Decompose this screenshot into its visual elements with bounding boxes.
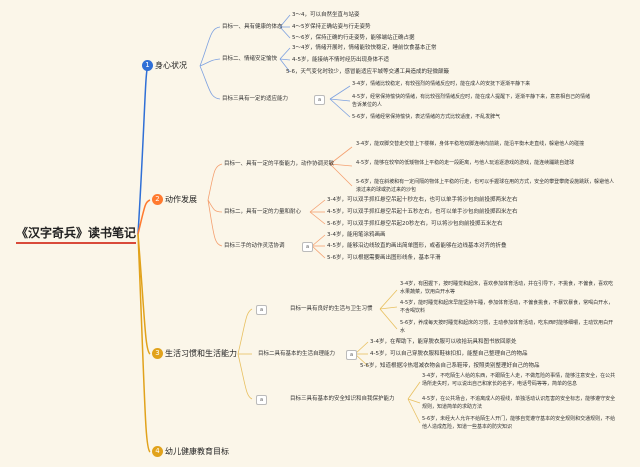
b1-goal-2[interactable]: 目标二、情绪安定愉快 [222, 56, 278, 62]
b1-goal-3[interactable]: 目标三具有一定的适应能力 [222, 96, 289, 102]
b3-goal-1-tag: a [256, 305, 268, 315]
b2-goal-3-item-1: 3-4岁，能用笔涂鸦画画 [327, 232, 386, 238]
b1-goal-3-item-3: 5-6岁，情绪经常保持愉快，表达情绪的方式比较适度，不乱发脾气 [352, 114, 501, 120]
b1-goal-1-item-3: 5～6岁，保持正确的行走姿势，能够端站正确占据 [292, 35, 415, 41]
branch-title: 身心状况 [155, 61, 187, 70]
b1-goal-3-item-1: 3-4岁，情绪比较稳定，有较强烈的情绪反应时，能在成人的安抚下逐渐平静下来 [352, 81, 531, 87]
b2-goal-2[interactable]: 目标二，具有一定的力量和耐心 [224, 209, 302, 215]
b1-goal-1-item-1: 3～4，可以自然坐直与站姿 [292, 12, 360, 18]
b3-goal-1-item-3: 5-6岁，养成每天按时睡觉和起床的习惯，主动参加体育活动，吃东西时能够细嚼，主动… [400, 320, 614, 334]
connector-root-b4 [137, 233, 151, 453]
b2-goal-2-item-2: 4-5岁，可以双手抓杠悬空吊起十五秒左右，也可以单手沙包向前投掷四米左右 [327, 209, 518, 215]
branch-title: 动作发展 [165, 195, 197, 204]
branch-number-badge: 2 [152, 194, 163, 205]
b2-goal-3[interactable]: 目标三手的动作灵活协调 [224, 243, 285, 249]
b2-goal-1-item-1: 3-4岁，能双脚交替走交替上下楼梯，身体平稳地双脚连续向前跳，能沿平衡木走直线，… [356, 141, 585, 147]
b3-goal-3-item-3: 5-6岁，未经大人允许不给陌生人开门，能够自觉遵守基本的安全规则和交通规则，不给… [422, 416, 616, 430]
connector-root-b3 [137, 233, 151, 355]
b2-goal-3-item-3: 5-6岁，可以根据需要画出图形线条，基本平滑 [327, 255, 441, 261]
b2-goal-2-item-3: 5-6岁，可以双手抓杠悬空吊起20秒左右，可以将沙包向前投掷五米左右 [327, 221, 503, 227]
b1-goal-1[interactable]: 目标一、具有健康的体态 [222, 24, 283, 30]
branch-title: 幼儿健康教育目标 [165, 447, 229, 456]
b1-goal-2-item-3: 5-6，天气变化时较少，感冒能适应平城等交通工具造成的轻微颠簸 [286, 69, 449, 75]
b3-goal-1[interactable]: 目标一具有良好的生活与卫生习惯 [290, 306, 373, 312]
branch-number-badge: 1 [142, 60, 153, 71]
b1-goal-3-tag: a [314, 95, 326, 105]
b2-goal-3-tag: a [302, 242, 314, 252]
b3-goal-3-item-1: 3-4岁，不吃陌生人给的东西，不跟陌生人走，不做危险的事情，能够注意安全，在公共… [422, 373, 616, 387]
connector-root-b1 [137, 65, 149, 235]
branch-title: 生活习惯和生活能力 [165, 349, 237, 358]
b1-goal-3-item-2: 4-5岁，经常保持愉快的情绪，有比较强烈情绪反应时，能在成人提醒下，逐渐平静下来… [352, 94, 591, 108]
b3-goal-1-item-1: 3-4岁，有困握下，按时睡觉和起床，喜欢参加体育活动，并在引导下，不挑食，不偏食… [400, 281, 614, 295]
b3-goal-2-item-3: 5-6岁，知道根据冷热增减衣物会自己系鞋带，按照类别整理好自己的物品 [360, 363, 540, 369]
b3-goal-2-item-2: 4-5岁，可以自己穿脱衣服和鞋袜扣扣，能整自己整理自己的物品 [370, 351, 528, 357]
b3-goal-2-tag: a [346, 350, 358, 360]
branch-number-badge: 4 [152, 446, 163, 457]
b2-goal-3-item-2: 4-5岁，能够沿边线较直的画出简单图形，或者能够在边线基本对齐的折叠 [327, 243, 507, 249]
b3-goal-2-item-1: 3-4岁，在帮助下，能穿脱衣服可以收拾玩具和图书放回原处 [370, 339, 517, 345]
b2-goal-1-item-3: 5-6岁，能在斜坡和有一定间隔的物体上平稳的行走，也可以手握球在用的方式，安全的… [356, 179, 615, 193]
b3-goal-3-item-2: 4-5岁，在公共场合，不追离成人的视线，单独活动认识危害的安全标志，能够遵守安全… [422, 396, 616, 410]
b2-goal-1[interactable]: 目标一、具有一定的平衡能力，动作协调灵敏 [224, 161, 335, 167]
b2-goal-2-item-1: 3-4岁，可以双手抓杠悬空吊起十秒左右，也可以单手将沙包向前投掷两米左右 [327, 197, 518, 203]
b3-goal-3-tag: a [256, 395, 268, 405]
b1-goal-2-item-1: 3～4岁，情绪开展时，情绪能较快稳定，睡前饮食基本正常 [292, 45, 437, 51]
branch-number-badge: 3 [152, 348, 163, 359]
b3-goal-2[interactable]: 目标二具有基本的生活自理能力 [258, 351, 336, 357]
connector-root-b2 [137, 199, 151, 235]
b3-goal-3[interactable]: 目标三具有基本的安全知识和自我保护能力 [290, 396, 395, 402]
b3-goal-1-item-2: 4-5岁，能时睡觉和起床早能坚持午睡，参加体育活动，不偏食挑食，不暴饮暴食，常喝… [400, 300, 614, 314]
root-topic[interactable]: 《汉字奇兵》读书笔记 [16, 224, 137, 244]
b2-goal-1-item-2: 4-5岁，能够在较窄的低矮物体上平稳的走一段距离，与他人玩追逐游戏的游戏，能连续… [356, 160, 575, 166]
b1-goal-2-item-2: 4-5岁，能接纳不情时经历出现身体不适 [292, 57, 389, 63]
b1-goal-1-item-2: 4～5岁保持正确站姿与行走姿势 [292, 24, 371, 30]
